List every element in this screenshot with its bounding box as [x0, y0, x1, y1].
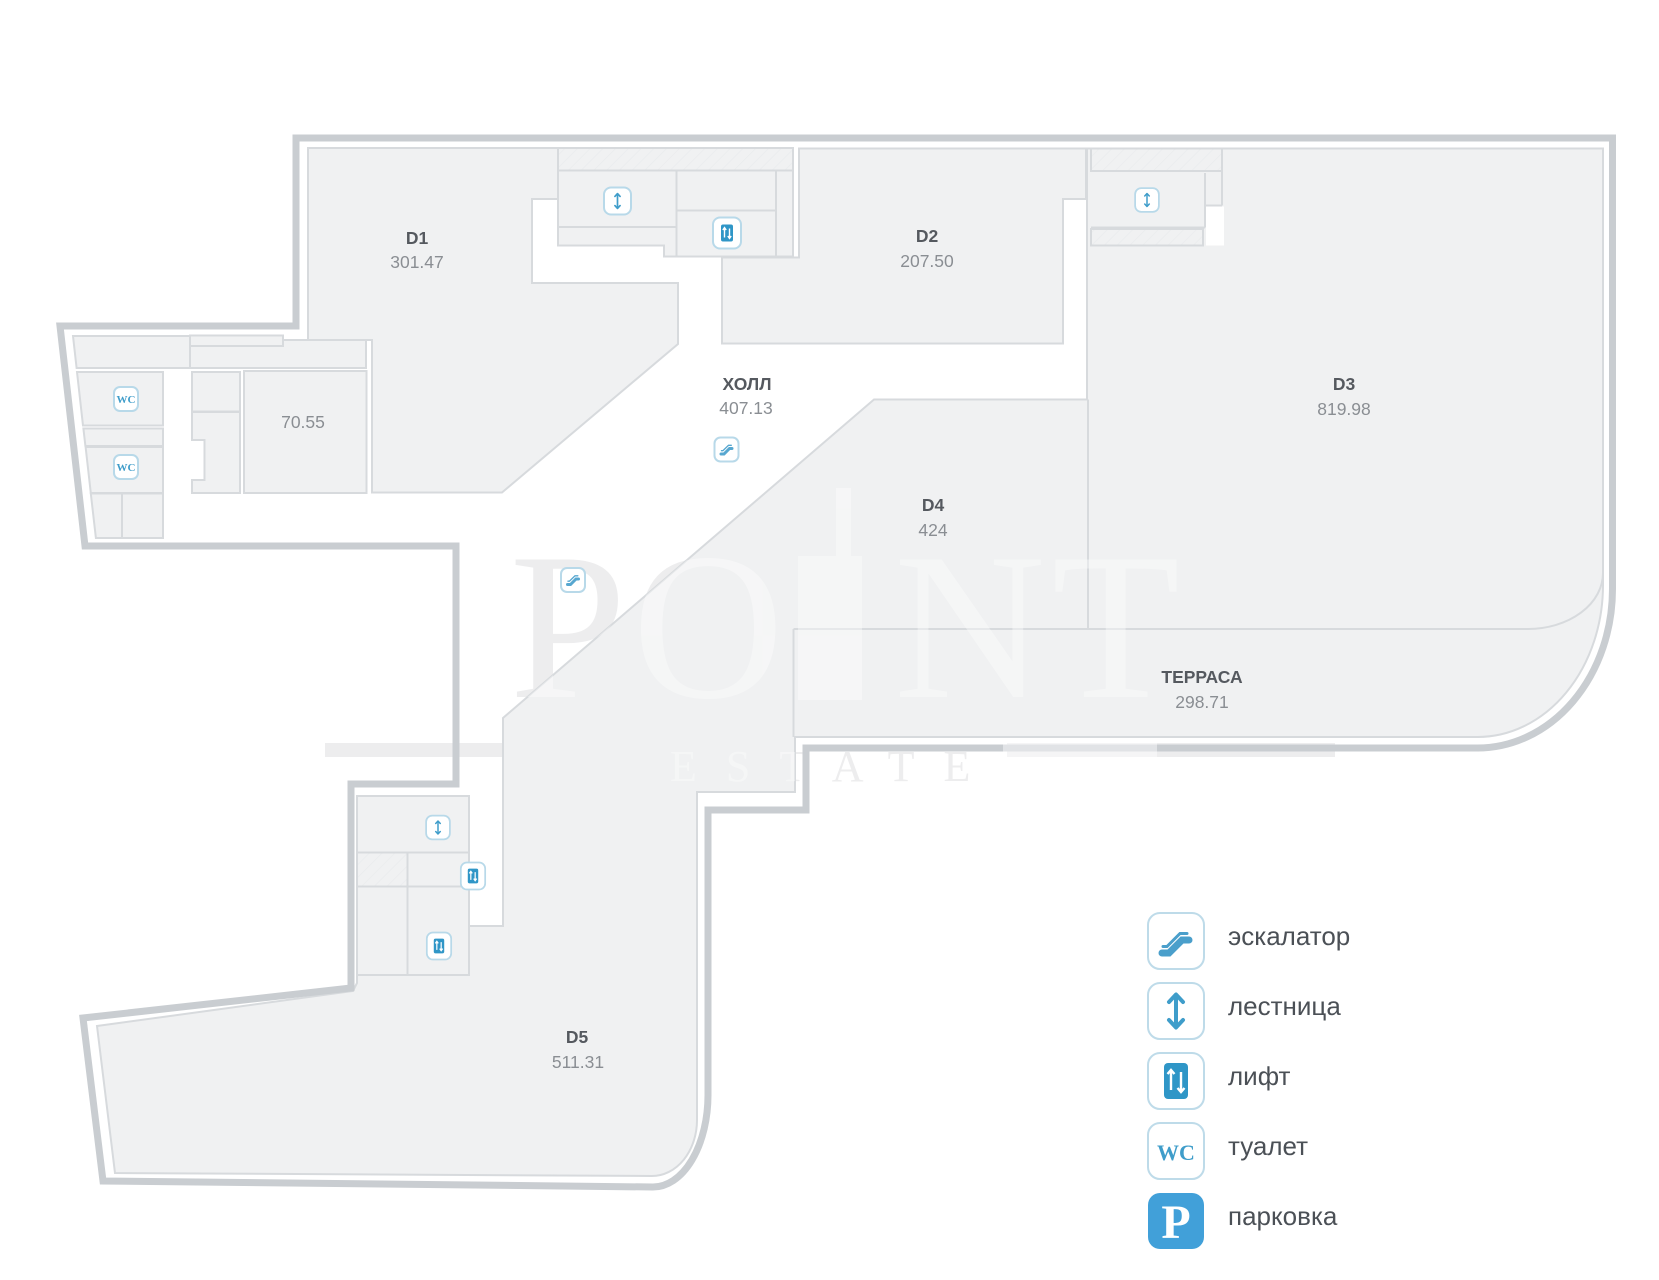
svg-text:D4: D4 [922, 495, 945, 515]
svg-text:424: 424 [918, 520, 947, 540]
svg-text:ТЕРРАСА: ТЕРРАСА [1161, 667, 1243, 687]
svg-text:407.13: 407.13 [719, 398, 773, 418]
svg-text:лестница: лестница [1228, 991, 1341, 1021]
svg-text:70.55: 70.55 [281, 412, 325, 432]
svg-text:WC: WC [1157, 1140, 1195, 1165]
svg-text:511.31: 511.31 [552, 1052, 604, 1072]
svg-text:207.50: 207.50 [900, 251, 954, 271]
svg-text:301.47: 301.47 [390, 252, 444, 272]
svg-text:эскалатор: эскалатор [1228, 921, 1350, 951]
svg-text:D3: D3 [1333, 374, 1356, 394]
svg-text:819.98: 819.98 [1317, 399, 1371, 419]
svg-text:туалет: туалет [1228, 1131, 1308, 1161]
svg-text:ХОЛЛ: ХОЛЛ [723, 374, 772, 394]
svg-text:парковка: парковка [1228, 1201, 1338, 1231]
svg-text:D2: D2 [916, 226, 939, 246]
svg-text:лифт: лифт [1228, 1061, 1291, 1091]
svg-text:298.71: 298.71 [1175, 692, 1229, 712]
svg-text:D1: D1 [406, 228, 429, 248]
svg-text:P: P [1161, 1196, 1190, 1249]
svg-text:NT: NT [894, 511, 1186, 743]
svg-text:D5: D5 [566, 1027, 589, 1047]
